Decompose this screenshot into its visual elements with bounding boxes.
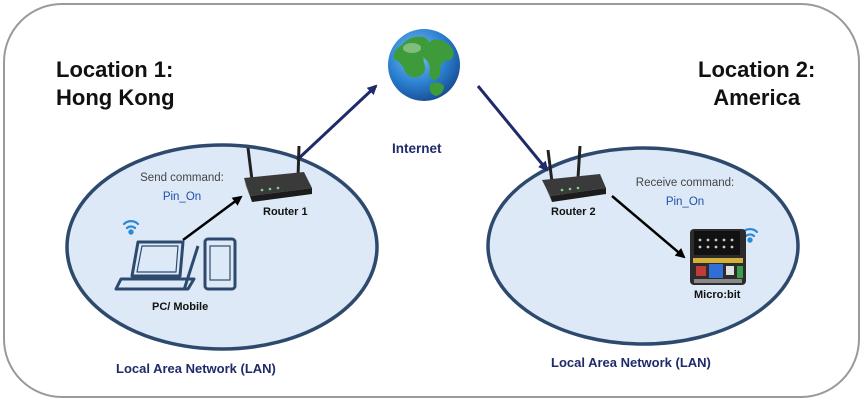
send-command-caption: Send command: (140, 172, 224, 184)
arrow-laptop-to-router1 (182, 195, 243, 242)
location2-line1: Location 2: (698, 57, 816, 82)
location1-line2: Hong Kong (56, 85, 175, 110)
arrow-router1-to-internet (295, 84, 378, 162)
router2-label: Router 2 (551, 206, 596, 218)
globe-icon (388, 29, 460, 101)
microbit-label: Micro:bit (694, 289, 741, 301)
pc-mobile-label: PC/ Mobile (152, 301, 209, 313)
receive-command: Receive command: Pin_On (626, 174, 744, 212)
send-command-value: Pin_On (162, 191, 202, 203)
mobile-icon (182, 237, 237, 291)
lan-right-label: Local Area Network (LAN) (551, 355, 711, 370)
location2-title: Location 2: America (698, 56, 815, 112)
arrow-router2-to-microbit (611, 195, 686, 259)
lan-left-ellipse (65, 143, 379, 351)
router1-icon (244, 145, 312, 202)
internet-label: Internet (392, 141, 442, 156)
location1-title: Location 1: Hong Kong (56, 56, 175, 112)
receive-command-value: Pin_On (665, 196, 705, 208)
location2-line2: America (713, 85, 801, 110)
router1-label: Router 1 (263, 206, 308, 218)
receive-command-caption: Receive command: (635, 177, 735, 189)
router2-icon (542, 145, 606, 202)
wifi-icon-left (122, 220, 140, 235)
laptop-icon (114, 240, 196, 291)
arrow-internet-to-router2 (476, 85, 549, 172)
location1-line1: Location 1: (56, 57, 174, 82)
microbit-icon (690, 229, 746, 285)
lan-left-label: Local Area Network (LAN) (116, 361, 276, 376)
send-command: Send command: Pin_On (132, 169, 232, 207)
